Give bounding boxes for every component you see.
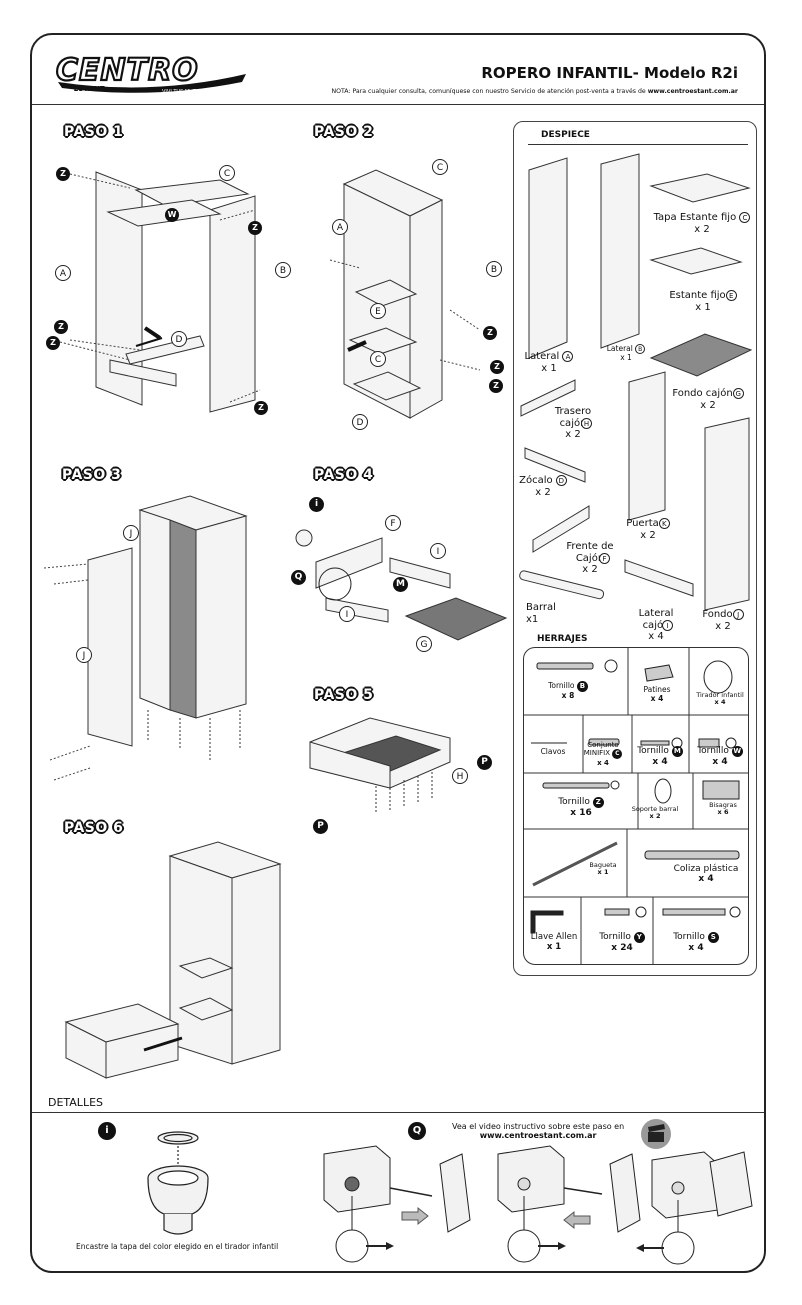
- callout-q: Q: [291, 570, 306, 585]
- video-instructions: Vea el video instructivo sobre este paso…: [452, 1122, 625, 1140]
- svg-text:VIVI TUS MUEBLES: VIVI TUS MUEBLES: [162, 89, 209, 95]
- step-1-heading: PASO 1: [64, 124, 124, 140]
- callout-b: B: [275, 262, 291, 278]
- hardware-box: [523, 647, 749, 965]
- callout-m: M: [393, 577, 408, 592]
- hardware-clavos: Clavos: [540, 747, 566, 756]
- knob-detail-drawing: [147, 1131, 209, 1235]
- callout-z: Z: [489, 379, 503, 393]
- svg-text:CENTRO: CENTRO: [56, 53, 199, 88]
- callout-i: I: [430, 543, 446, 559]
- details-title: DETALLES: [48, 1096, 103, 1109]
- support-url[interactable]: www.centroestant.com.ar: [647, 88, 738, 95]
- callout-c: C: [432, 159, 448, 175]
- callout-j: J: [123, 525, 139, 541]
- callout-z: Z: [46, 336, 60, 350]
- step-3-drawing: [43, 495, 248, 781]
- minifix-detail-drawings: [323, 1145, 753, 1265]
- callout-p: P: [313, 819, 328, 834]
- callout-z: Z: [483, 326, 497, 340]
- support-note: NOTA: Para cualquier consulta, comuníque…: [331, 88, 738, 95]
- callout-g: G: [416, 636, 432, 652]
- callout-z: Z: [490, 360, 504, 374]
- callout-p: P: [477, 755, 492, 770]
- callout-i: I: [339, 606, 355, 622]
- callout-z: Z: [248, 221, 262, 235]
- callout-z: Z: [254, 401, 268, 415]
- callout-a: A: [55, 265, 71, 281]
- part-code-i: I: [662, 620, 673, 631]
- step-5-heading: PASO 5: [314, 687, 374, 703]
- parts-drawings: [519, 153, 753, 611]
- step-2-heading: PASO 2: [314, 124, 374, 140]
- step-4-drawing: [295, 529, 508, 641]
- callout-d: D: [171, 331, 187, 347]
- step-5-drawing: [309, 717, 451, 814]
- parts-title: DESPIECE: [541, 130, 590, 140]
- callout-h: H: [452, 768, 468, 784]
- callout-b: B: [486, 261, 502, 277]
- step-4-heading: PASO 4: [314, 467, 374, 483]
- callout-d: D: [352, 414, 368, 430]
- step-1-drawing: [59, 171, 261, 413]
- callout-e: E: [370, 303, 386, 319]
- callout-w: W: [165, 208, 179, 222]
- step-2-drawing: [329, 169, 481, 419]
- part-code-f: F: [599, 553, 610, 564]
- page-title: ROPERO INFANTIL- Modelo R2i: [481, 64, 738, 82]
- callout-z: Z: [56, 167, 70, 181]
- hardware-grid: [523, 647, 749, 965]
- step-3-heading: PASO 3: [62, 467, 122, 483]
- centro-estant-logo: CENTRO ESTANT VIVI TUS MUEBLES: [55, 52, 246, 95]
- detail-i-badge: i: [98, 1122, 116, 1140]
- svg-text:ESTANT: ESTANT: [74, 85, 105, 93]
- video-url[interactable]: www.centroestant.com.ar: [479, 1131, 597, 1140]
- parts-title-divider: [528, 144, 748, 145]
- video-clapper-icon: [641, 1119, 671, 1149]
- callout-j: J: [76, 647, 92, 663]
- detail-q-badge: Q: [408, 1122, 426, 1140]
- hardware-title: HERRAJES: [537, 634, 588, 644]
- knob-detail-caption: Encastre la tapa del color elegido en el…: [76, 1242, 279, 1251]
- callout-i: i: [309, 497, 324, 512]
- callout-c: C: [219, 165, 235, 181]
- callout-a: A: [332, 219, 348, 235]
- callout-z: Z: [54, 320, 68, 334]
- callout-c: C: [370, 351, 386, 367]
- step-6-drawing: [64, 841, 282, 1079]
- page-frame: [30, 33, 766, 1273]
- callout-f: F: [385, 515, 401, 531]
- details-divider: [32, 1112, 764, 1113]
- header-divider: [32, 104, 764, 105]
- step-6-heading: PASO 6: [64, 820, 124, 836]
- part-code-h: H: [581, 418, 592, 429]
